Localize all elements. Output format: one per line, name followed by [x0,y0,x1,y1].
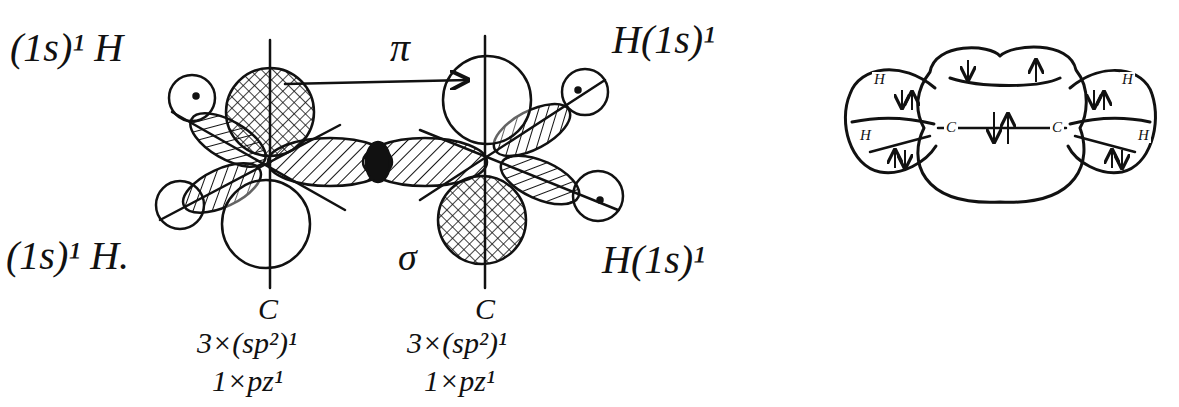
orbital-label: C [256,294,280,324]
orbital-label: 3×(sp²)¹ [195,328,299,358]
atom-label: H [1120,72,1135,87]
atom-label: H [872,72,887,87]
orbital-label: (1s)¹ H [8,28,125,68]
orbital-label: H(1s)¹ [610,20,717,60]
orbital-label: 1×pz¹ [210,366,285,396]
orbital-label: σ [396,238,419,276]
atom-label: H [1136,128,1151,143]
atom-label: C [944,120,958,135]
atom-label: C [1050,120,1064,135]
orbital-label: (1s)¹ H. [4,236,131,276]
orbital-label: 3×(sp²)¹ [405,328,509,358]
orbital-label: H(1s)¹ [600,240,707,280]
orbital-label: 1×pz¹ [422,366,497,396]
atom-label: H [858,128,873,143]
orbital-label: π [388,28,412,68]
orbital-label: C [473,294,497,324]
